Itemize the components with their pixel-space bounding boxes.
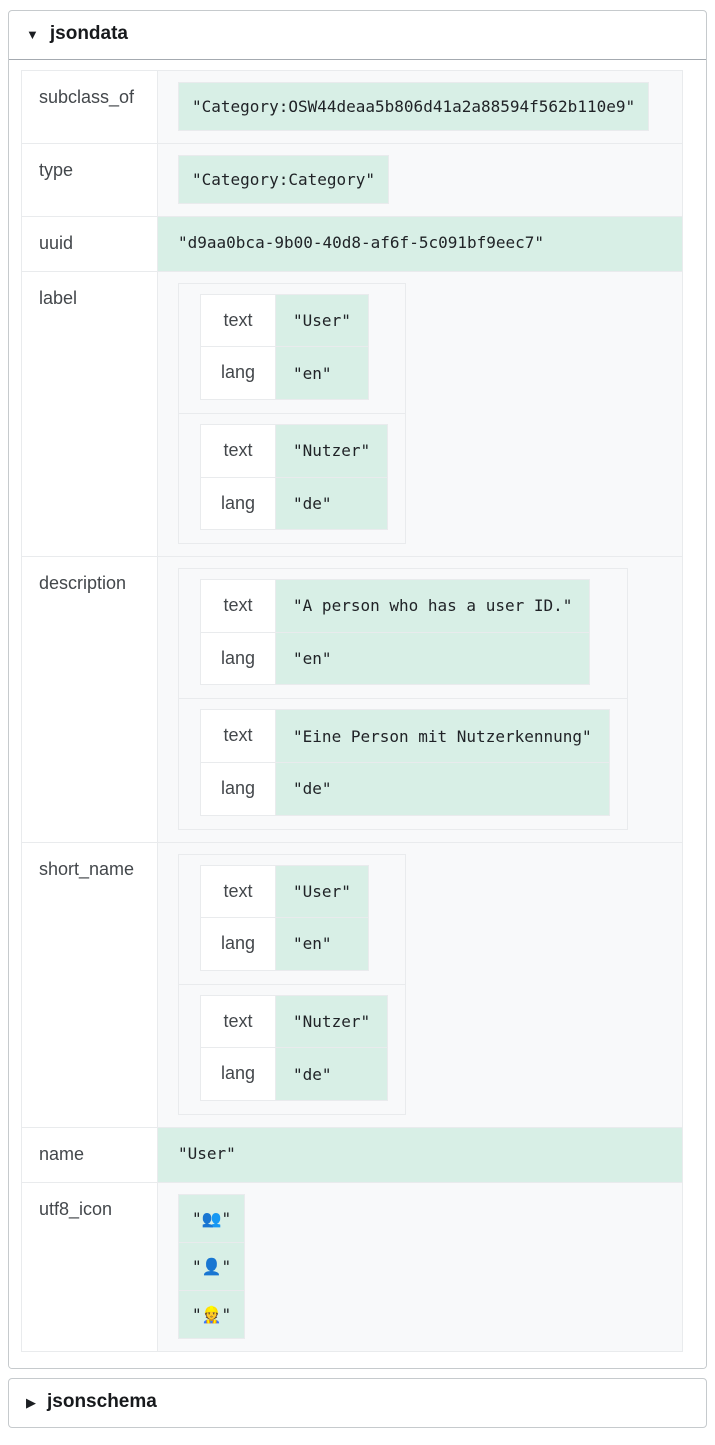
array-item: text "Eine Person mit Nutzerkennung" lan… [179, 698, 627, 828]
array-container: text "A person who has a user ID." lang … [178, 568, 628, 830]
nested-key: lang [199, 346, 277, 401]
nested-key: text [199, 293, 277, 348]
value-string: "de" [275, 476, 389, 531]
row-key: uuid [21, 216, 158, 272]
jsondata-panel: ▼ jsondata subclass_of "Category:OSW44de… [8, 10, 707, 1370]
nested-key: lang [199, 476, 277, 531]
array-item: text "A person who has a user ID." lang … [179, 569, 627, 698]
value-string: "User" [157, 1126, 683, 1183]
row-value: text "A person who has a user ID." lang … [157, 556, 683, 843]
value-string: "d9aa0bca-9b00-40d8-af6f-5c091bf9eec7" [157, 216, 683, 272]
array-container: text "User" lang "en" [178, 282, 407, 545]
jsonschema-summary[interactable]: ▶ jsonschema [9, 1379, 706, 1427]
row-value: text "User" lang "en" [157, 841, 683, 1128]
table-row-subclass-of: subclass_of "Category:OSW44deaa5b806d41a… [21, 70, 683, 144]
row-value: "👥" "👤" "👷" [157, 1181, 683, 1352]
table-row-label: label text "User" [21, 270, 683, 557]
lang-text-table: text "Nutzer" lang "de" [199, 424, 389, 531]
value-string: "en" [275, 917, 369, 971]
array-item: text "User" lang "en" [179, 855, 405, 984]
nested-key: text [199, 709, 277, 764]
nested-key: text [199, 994, 277, 1049]
lang-text-table: text "A person who has a user ID." lang … [199, 579, 591, 686]
value-string: "Eine Person mit Nutzerkennung" [275, 709, 610, 764]
lang-text-table: text "Nutzer" lang "de" [199, 994, 389, 1101]
jsondata-summary[interactable]: ▼ jsondata [9, 11, 706, 60]
value-string: "de" [275, 1047, 389, 1101]
array-container: "Category:OSW44deaa5b806d41a2a88594f562b… [178, 81, 650, 132]
row-key: description [21, 556, 158, 843]
array-item: text "Nutzer" lang "de" [179, 983, 406, 1114]
value-string: "Category:OSW44deaa5b806d41a2a88594f562b… [179, 82, 649, 131]
jsondata-table: subclass_of "Category:OSW44deaa5b806d41a… [21, 69, 683, 1353]
lang-text-table: text "Eine Person mit Nutzerkennung" lan… [199, 709, 610, 816]
utf8-icon-value: "👥" [179, 1194, 245, 1242]
table-row-short-name: short_name text "User" [21, 841, 683, 1128]
table-row-name: name "User" [21, 1126, 683, 1183]
row-value: text "User" lang "en" [157, 270, 683, 557]
nested-key: text [199, 424, 277, 478]
nested-key: text [199, 864, 277, 919]
row-key: utf8_icon [21, 1181, 158, 1352]
jsondata-title: jsondata [49, 23, 128, 44]
collapse-arrow-icon: ▼ [26, 26, 39, 42]
table-row-type: type "Category:Category" [21, 143, 683, 217]
nested-key: lang [199, 762, 277, 816]
value-string: "A person who has a user ID." [275, 579, 591, 633]
row-key: name [21, 1126, 158, 1183]
array-container: "Category:Category" [178, 155, 390, 205]
array-container: text "User" lang "en" [178, 853, 407, 1115]
utf8-icon-value: "👤" [179, 1241, 245, 1290]
jsonschema-panel: ▶ jsonschema [8, 1378, 707, 1429]
nested-key: lang [199, 917, 277, 971]
row-key: short_name [21, 841, 158, 1128]
value-string: "Nutzer" [275, 994, 389, 1049]
jsonschema-title: jsonschema [47, 1391, 157, 1413]
lang-text-table: text "User" lang "en" [199, 864, 369, 971]
value-string: "Nutzer" [275, 424, 389, 478]
row-value: "Category:OSW44deaa5b806d41a2a88594f562b… [158, 70, 683, 143]
nested-key: lang [199, 1047, 277, 1101]
row-key: subclass_of [21, 70, 158, 144]
array-item: text "User" lang "en" [179, 284, 405, 413]
value-string: "en" [275, 631, 591, 686]
nested-key: lang [199, 631, 277, 686]
value-string: "de" [275, 762, 610, 816]
value-string: "Category:Category" [179, 156, 389, 204]
value-string: "User" [275, 864, 369, 919]
table-row-utf8-icon: utf8_icon "👥" "👤" "👷" [21, 1181, 683, 1352]
jsondata-body: subclass_of "Category:OSW44deaa5b806d41a… [9, 59, 706, 1369]
lang-text-table: text "User" lang "en" [199, 293, 369, 401]
row-key: label [21, 270, 158, 557]
value-string: "User" [275, 293, 369, 348]
value-string: "en" [275, 346, 369, 401]
nested-key: text [199, 579, 277, 633]
utf8-icon-value: "👷" [179, 1289, 245, 1339]
table-row-description: description text "A person who has a use… [21, 556, 683, 843]
row-key: type [21, 143, 158, 217]
expand-arrow-icon: ▶ [26, 1395, 36, 1411]
array-item: text "Nutzer" lang "de" [179, 413, 406, 543]
row-value: "Category:Category" [157, 143, 683, 217]
table-row-uuid: uuid "d9aa0bca-9b00-40d8-af6f-5c091bf9ee… [21, 216, 683, 272]
array-container: "👥" "👤" "👷" [178, 1193, 246, 1340]
